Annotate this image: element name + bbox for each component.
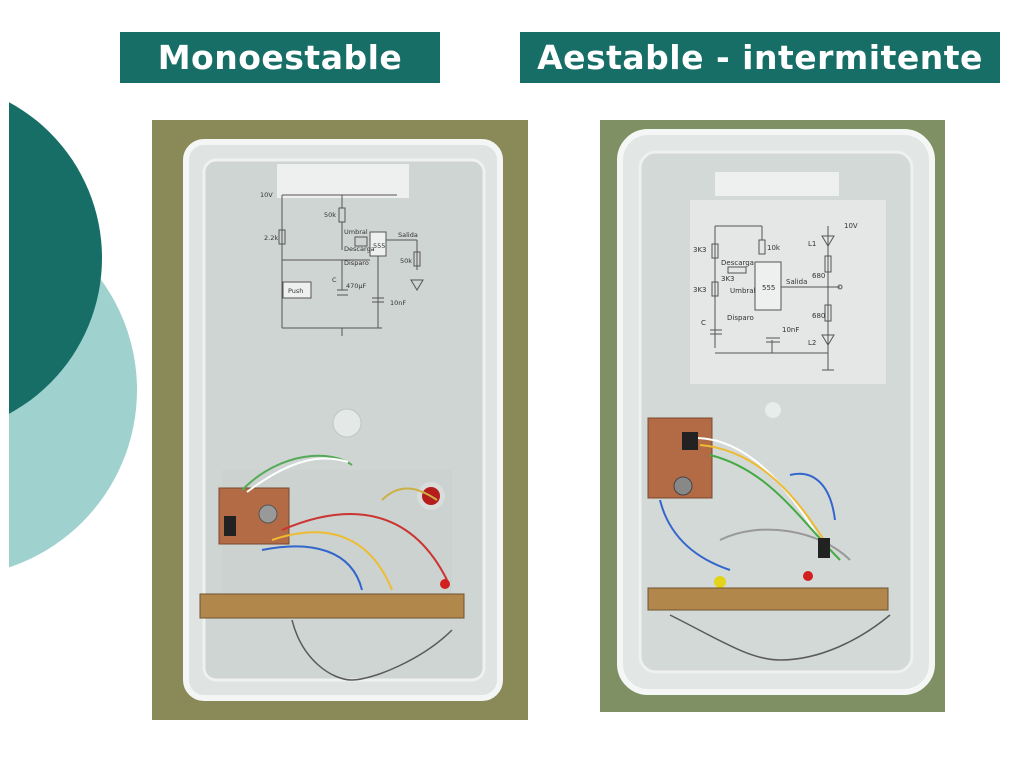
r3-label: 50k: [400, 257, 412, 265]
r2-label: 50k: [324, 211, 336, 219]
monoestable-title: Monoestable: [120, 32, 440, 83]
led-yellow: [714, 576, 726, 588]
dark-circle: [0, 97, 102, 419]
aestable-photo: 10V 3K3 3K3 3K3 10k 680 680 Descarga Umb…: [600, 120, 945, 712]
cap-small-label: 10nF: [390, 299, 406, 307]
ic-label: 555: [373, 242, 385, 250]
monoestable-schematic: [278, 194, 424, 336]
cap-label-right: C: [701, 319, 706, 327]
cap-label: C: [332, 276, 337, 284]
monoestable-photo: 10V 2.2k 50k Umbral Descarga Disparo 555…: [152, 120, 528, 720]
r6-label-right: 680: [812, 312, 825, 320]
output-label-right: Salida: [786, 278, 807, 286]
cap-small-label-right: 10nF: [782, 326, 799, 334]
monoestable-photo-drawing: 10V 2.2k 50k Umbral Descarga Disparo 555…: [152, 120, 528, 720]
aestable-photo-drawing: 10V 3K3 3K3 3K3 10k 680 680 Descarga Umb…: [600, 120, 945, 712]
trigger-label-right: Disparo: [727, 314, 754, 322]
trigger-label: Disparo: [344, 259, 369, 267]
r1-label: 2.2k: [264, 234, 278, 242]
discharge-label-right: Descarga: [721, 259, 754, 267]
led2-label-right: L2: [808, 339, 816, 347]
monoestable-title-text: Monoestable: [157, 38, 403, 77]
r2-label-right: 3K3: [721, 275, 735, 283]
aestable-title-text: Aestable - intermitente: [537, 38, 983, 77]
r5-label-right: 680: [812, 272, 825, 280]
threshold-label: Umbral: [344, 228, 368, 236]
r4-label-right: 10k: [767, 244, 781, 252]
supply-label: 10V: [260, 191, 273, 199]
left-edge-strip: [0, 0, 9, 768]
supply-label-right: 10V: [844, 222, 858, 230]
led-red: [803, 571, 813, 581]
cap-value-label: 470µF: [346, 282, 367, 290]
output-label: Salida: [398, 231, 418, 239]
threshold-label-right: Umbral: [730, 287, 756, 295]
r3-label-right: 3K3: [693, 286, 707, 294]
aestable-schematic: [710, 225, 843, 371]
discharge-label: Descarga: [344, 245, 375, 253]
button-label: Push: [288, 287, 303, 295]
aestable-title: Aestable - intermitente: [520, 32, 1000, 83]
aestable-schematic-labels: 10V 3K3 3K3 3K3 10k 680 680 Descarga Umb…: [693, 222, 858, 347]
led1-label-right: L1: [808, 240, 816, 248]
ic-label-right: 555: [762, 284, 775, 292]
r1-label-right: 3K3: [693, 246, 707, 254]
monoestable-schematic-labels: 10V 2.2k 50k Umbral Descarga Disparo 555…: [260, 191, 418, 307]
decorative-circles: [0, 0, 137, 768]
